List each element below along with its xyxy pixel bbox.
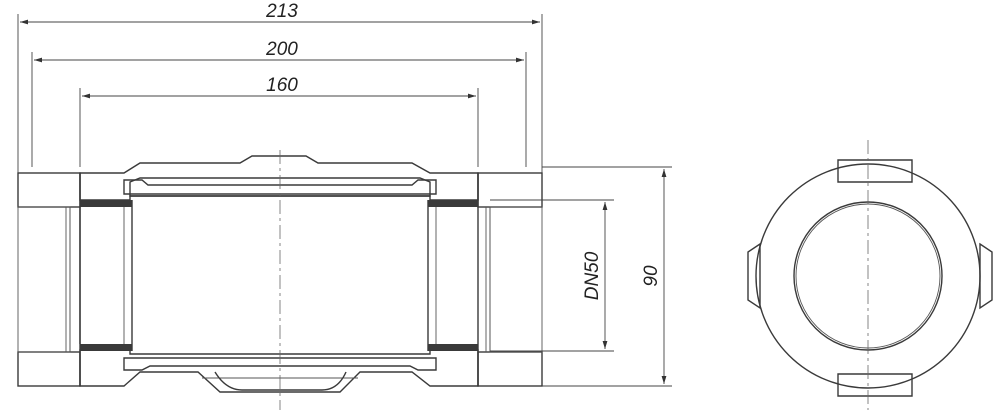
pipe-body: [79, 155, 479, 393]
dim-label-200: 200: [265, 39, 298, 60]
end-view-outer-circle: [755, 163, 981, 389]
end-view: [747, 140, 993, 410]
dim-label-160: 160: [266, 75, 298, 96]
left-coupling-nut: [17, 172, 81, 387]
dim-label-213: 213: [265, 1, 298, 22]
dimension-lines: [17, 14, 672, 387]
right-coupling-nut: [477, 172, 543, 387]
section-view: 213 200 160 DN50 90: [17, 1, 672, 410]
dim-label-90: 90: [641, 265, 662, 287]
seal-rings: [79, 200, 478, 351]
dim-label-dn50: DN50: [582, 251, 603, 300]
